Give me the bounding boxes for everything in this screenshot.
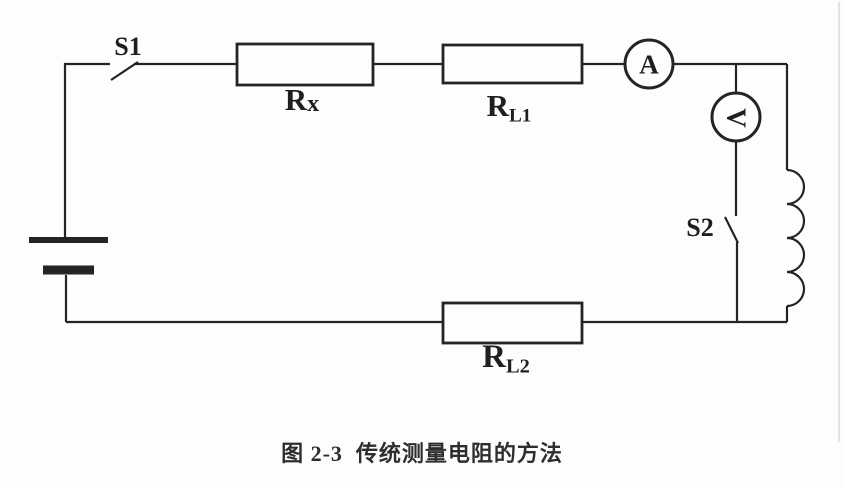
rl1-label-main: R: [486, 88, 509, 124]
rx-label-main: R: [284, 81, 308, 117]
resistor-rx-box: [235, 42, 375, 87]
resistor-rl1-label: RL1: [487, 90, 532, 126]
figure-caption: 图 2-3 传统测量电阻的方法: [281, 441, 563, 466]
ammeter-label: A: [639, 49, 659, 80]
switch-s1-label: S1: [114, 32, 142, 61]
rl2-label-sub: L2: [505, 355, 530, 378]
switch-s2-label: S2: [686, 213, 714, 242]
inductor-coil: [786, 168, 806, 308]
resistor-rl2-box: [441, 301, 584, 345]
resistor-rx-label: Rx: [285, 84, 319, 116]
resistor-rl1-box: [441, 43, 584, 85]
wire-left-top: [63, 62, 110, 238]
switch-s2-blade: [724, 216, 739, 244]
rl1-label-sub: L1: [508, 105, 532, 127]
switch-s1-blade: [110, 61, 139, 81]
resistor-rl2-label: RL2: [482, 338, 530, 378]
rx-label-sub: x: [307, 90, 320, 118]
voltmeter-label: V: [721, 108, 752, 128]
rl2-label-main: R: [482, 338, 506, 375]
